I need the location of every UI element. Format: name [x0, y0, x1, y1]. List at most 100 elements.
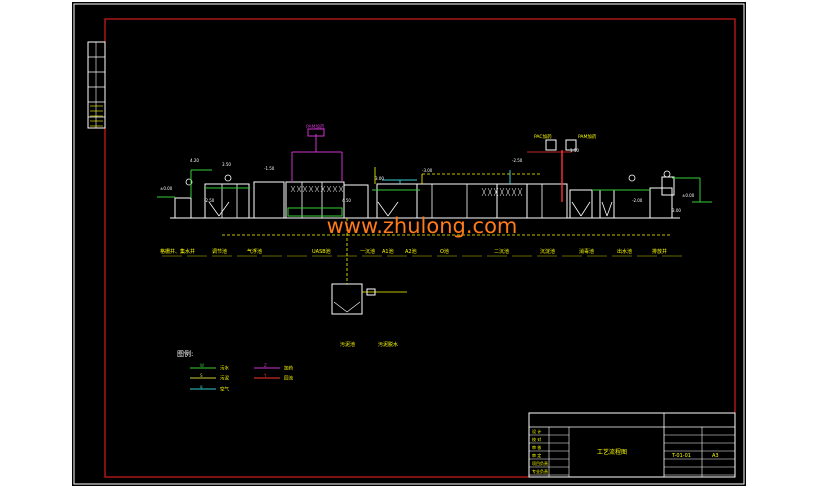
process-tank	[496, 183, 528, 219]
legend-label: 回流	[284, 375, 293, 382]
legend-code: Z	[264, 363, 267, 368]
media-hatch	[493, 187, 499, 197]
drawing-number: T-01-01	[671, 453, 691, 459]
media-hatch	[326, 185, 332, 193]
elevation-label: 1.50	[570, 148, 579, 153]
sludge-hopper	[387, 201, 399, 217]
elevation-label: -3.00	[422, 168, 433, 173]
title-block-row: 设 计	[532, 428, 541, 434]
sludge-hopper	[580, 201, 591, 217]
unit-label: 消毒池	[579, 248, 594, 255]
filter-vessel	[661, 176, 675, 196]
media-hatch	[308, 185, 314, 193]
process-tank	[204, 183, 250, 219]
title-block-row: 审 核	[532, 444, 541, 450]
pump-symbol	[628, 174, 636, 182]
title-block-row: 专业负责	[532, 468, 548, 474]
process-tank	[253, 181, 285, 219]
process-tank	[416, 183, 498, 219]
sludge-hopper	[601, 201, 608, 217]
elevation-label: -2.00	[632, 198, 643, 203]
media-hatch	[296, 185, 302, 193]
sludge-hopper	[208, 201, 220, 217]
dosing-tank	[307, 128, 325, 137]
elevation-label: -1.50	[264, 166, 275, 171]
sludge-hopper	[333, 301, 348, 313]
legend-label: 污泥	[220, 375, 229, 382]
legend-code: S	[200, 373, 203, 378]
media-hatch	[290, 185, 296, 193]
pump-symbol	[663, 170, 671, 178]
title-block-row: 审 定	[532, 452, 541, 458]
pump-symbol	[185, 178, 193, 186]
sludge-hopper	[346, 301, 361, 313]
elevation-label: 4.50	[342, 198, 351, 203]
drawing-name: 工艺流程图	[597, 448, 627, 456]
elevation-label: -2.50	[512, 158, 523, 163]
chem-label: PAC加药	[534, 133, 552, 140]
pump-symbol	[224, 174, 232, 182]
outer-frame	[73, 3, 745, 485]
unit-label: 格栅井、集水井	[160, 248, 195, 255]
watermark: www.zhulong.com	[327, 214, 518, 238]
elevation-label: -2.50	[204, 198, 215, 203]
dosing-tank	[565, 139, 577, 151]
chem-label: PAM加药	[578, 133, 597, 140]
sheet-size: A3	[712, 453, 719, 459]
unit-label: 出水池	[617, 248, 632, 255]
title-block	[528, 412, 736, 478]
elevation-label: 4.20	[190, 158, 199, 163]
title-block-row: 校 对	[532, 436, 541, 442]
title-block-row: 项目负责	[532, 460, 548, 466]
sludge-hopper	[377, 201, 389, 217]
media-hatch	[505, 187, 511, 197]
media-hatch	[511, 187, 517, 197]
media-hatch	[487, 187, 493, 197]
unit-label: 气浮池	[247, 248, 262, 255]
unit-label: UASB池	[312, 248, 331, 255]
uasb-media	[287, 207, 343, 217]
process-tank	[569, 189, 593, 219]
dosing-tank	[545, 139, 557, 151]
process-tank	[376, 183, 418, 219]
binding-strip	[87, 41, 106, 129]
elevation-label: ±0.00	[682, 193, 695, 198]
unit-label: 污泥脱水	[378, 341, 398, 348]
unit-label: A1池	[382, 248, 394, 255]
unit-label: O池	[440, 248, 449, 255]
process-tank	[285, 181, 345, 219]
unit-label: A2池	[405, 248, 417, 255]
elevation-label: 3.00	[672, 208, 681, 213]
legend-code: g	[200, 384, 203, 389]
legend-title: 图例:	[177, 349, 193, 358]
media-hatch	[517, 187, 523, 197]
process-tank	[174, 197, 192, 219]
legend-label: 污水	[220, 365, 229, 372]
elevation-label: 3.50	[222, 162, 231, 167]
unit-label: 二沉池	[494, 248, 509, 255]
unit-label: 污泥池	[340, 341, 355, 348]
media-hatch	[314, 185, 320, 193]
unit-label: 沉淀池	[540, 248, 555, 255]
sludge-pump	[366, 288, 376, 296]
sludge-hopper	[218, 201, 230, 217]
process-tank	[649, 187, 673, 219]
legend-label: 空气	[220, 386, 229, 393]
media-hatch	[499, 187, 505, 197]
process-tank	[343, 184, 369, 219]
elevation-label: ±0.00	[160, 186, 173, 191]
media-hatch	[320, 185, 326, 193]
legend-code: Y	[263, 373, 267, 378]
elevation-label: 3.00	[375, 176, 384, 181]
media-hatch	[302, 185, 308, 193]
media-hatch	[338, 185, 344, 193]
process-tank	[526, 183, 568, 219]
legend-label: 加药	[284, 365, 293, 372]
process-tank	[599, 189, 615, 219]
legend-code: W	[200, 363, 204, 368]
sludge-tank	[331, 283, 363, 315]
drawing-border	[104, 18, 736, 478]
